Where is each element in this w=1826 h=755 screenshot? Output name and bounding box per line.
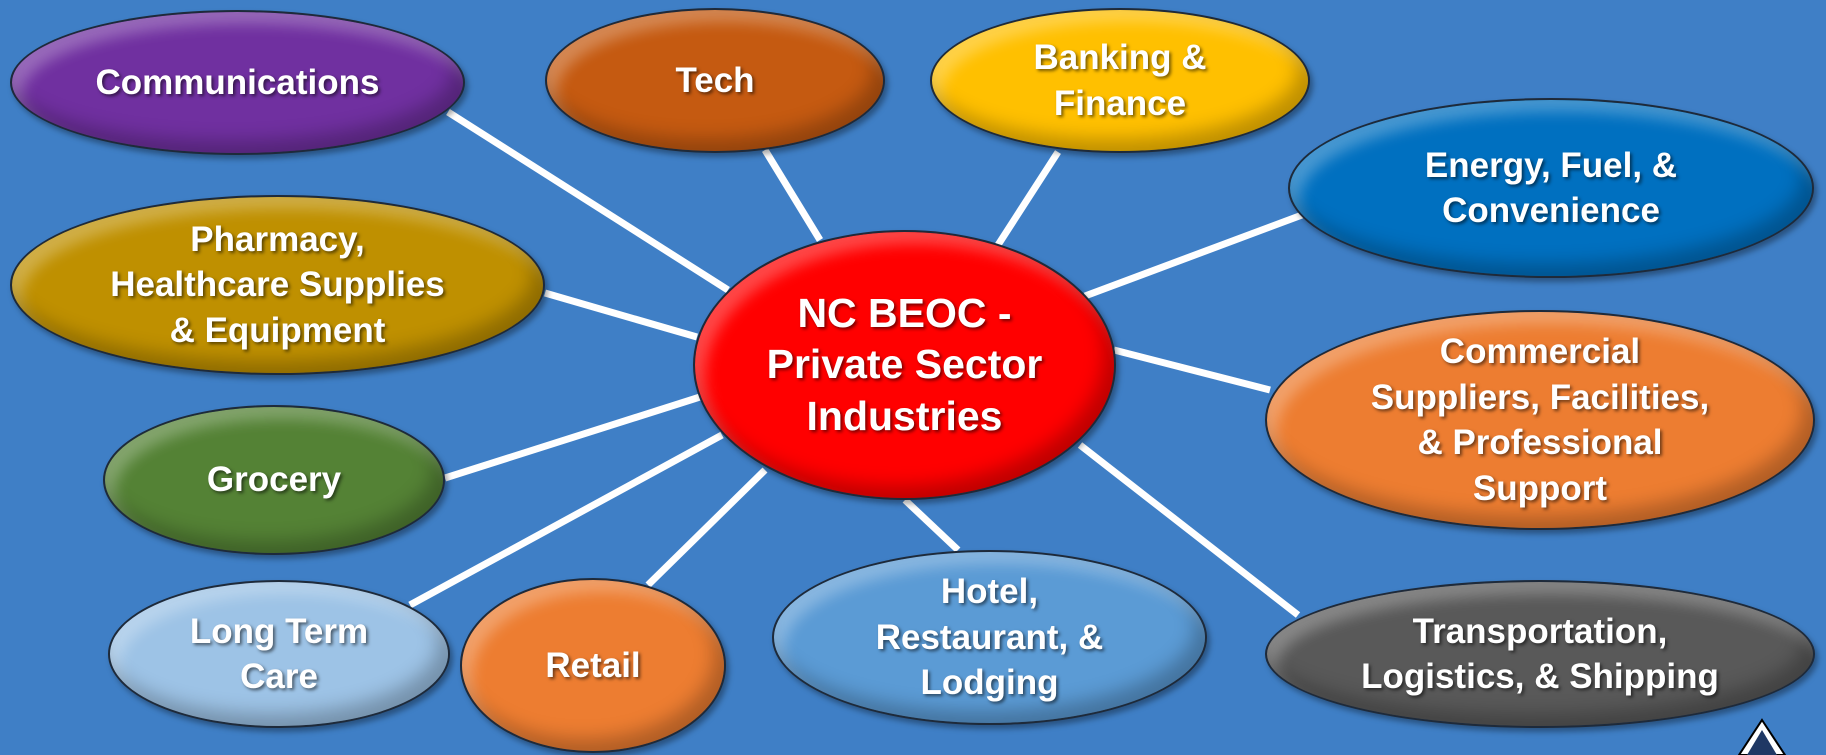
node-retail: Retail xyxy=(460,578,726,753)
node-communications-label: Communications xyxy=(95,62,380,102)
node-tech-label: Tech xyxy=(675,60,755,100)
connector-pharm xyxy=(544,289,698,341)
node-long-term-care-label: Long Term Care xyxy=(189,611,369,697)
connector-energy xyxy=(1083,211,1304,300)
center-node-nc-beoc: NC BEOC - Private Sector Industries xyxy=(693,230,1116,500)
triangle-logo-icon xyxy=(1737,718,1787,755)
node-transportation-label: Transportation, Logistics, & Shipping xyxy=(1361,611,1719,697)
node-grocery: Grocery xyxy=(103,405,445,555)
center-node-label: NC BEOC - Private Sector Industries xyxy=(766,290,1043,439)
node-energy-fuel-convenience: Energy, Fuel, & Convenience xyxy=(1288,98,1814,278)
connector-ltc xyxy=(408,431,724,609)
node-transportation-logistics: Transportation, Logistics, & Shipping xyxy=(1265,580,1815,728)
connector-comml xyxy=(1113,346,1271,394)
connector-groc xyxy=(443,393,702,482)
node-hotel-restaurant-lodging: Hotel, Restaurant, & Lodging xyxy=(772,550,1207,725)
node-commercial-label: Commercial Suppliers, Facilities, & Prof… xyxy=(1370,332,1710,508)
node-grocery-label: Grocery xyxy=(206,460,342,500)
connector-retail xyxy=(645,467,768,588)
node-banking-finance-label: Banking & Finance xyxy=(1033,38,1207,123)
node-tech: Tech xyxy=(545,8,885,153)
node-communications: Communications xyxy=(10,10,465,155)
connector-comm xyxy=(446,109,730,293)
connector-trans xyxy=(1077,442,1301,618)
node-pharmacy-label: Pharmacy, Healthcare Supplies & Equipmen… xyxy=(110,219,445,350)
node-hotel-label: Hotel, Restaurant, & Lodging xyxy=(875,572,1104,703)
node-banking-finance: Banking & Finance xyxy=(930,8,1310,153)
connector-hotel xyxy=(902,497,961,553)
node-long-term-care: Long Term Care xyxy=(108,580,450,728)
node-retail-label: Retail xyxy=(545,645,641,685)
node-energy-label: Energy, Fuel, & Convenience xyxy=(1424,145,1678,231)
node-pharmacy-healthcare: Pharmacy, Healthcare Supplies & Equipmen… xyxy=(10,195,545,375)
node-commercial-suppliers: Commercial Suppliers, Facilities, & Prof… xyxy=(1265,310,1815,530)
connector-tech xyxy=(762,148,823,242)
connector-bank xyxy=(995,150,1061,247)
